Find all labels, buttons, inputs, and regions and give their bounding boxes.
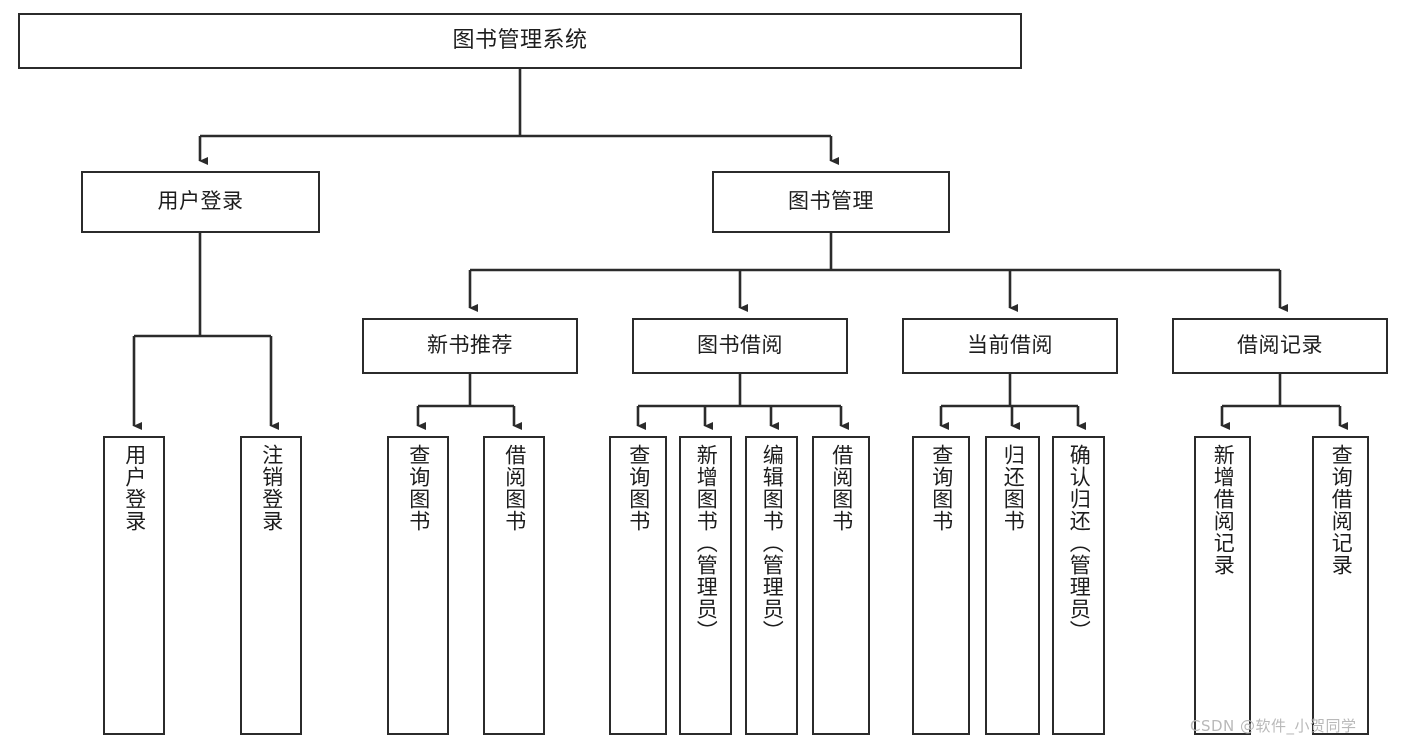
node-label: 查询图书: [626, 444, 651, 532]
node-label: 确认归还（管理员）: [1067, 444, 1092, 642]
node-label: 当前借阅: [967, 333, 1053, 358]
node-leaf-return-book[interactable]: 归还图书: [985, 436, 1040, 735]
node-label: 归还图书: [1001, 444, 1026, 532]
node-label: 新书推荐: [427, 333, 513, 358]
node-leaf-query-book-cur[interactable]: 查询图书: [912, 436, 970, 735]
node-book-manage[interactable]: 图书管理: [712, 171, 950, 233]
node-label: 查询图书: [929, 444, 954, 532]
node-label: 图书管理系统: [452, 27, 588, 53]
node-label: 借阅图书: [829, 444, 854, 532]
node-label: 查询图书: [406, 444, 431, 532]
node-label: 图书借阅: [697, 333, 783, 358]
node-leaf-borrow-book-rec[interactable]: 借阅图书: [483, 436, 545, 735]
node-leaf-query-book-borrow[interactable]: 查询图书: [609, 436, 667, 735]
node-leaf-logout[interactable]: 注销登录: [240, 436, 302, 735]
node-borrow-record[interactable]: 借阅记录: [1172, 318, 1388, 374]
node-leaf-add-book-admin[interactable]: 新增图书（管理员）: [679, 436, 732, 735]
node-label: 注销登录: [259, 444, 284, 532]
node-leaf-user-login[interactable]: 用户登录: [103, 436, 165, 735]
node-leaf-edit-book-admin[interactable]: 编辑图书（管理员）: [745, 436, 798, 735]
node-label: 用户登录: [157, 189, 244, 214]
node-book-borrow[interactable]: 图书借阅: [632, 318, 848, 374]
node-label: 借阅图书: [502, 444, 527, 532]
node-label: 用户登录: [122, 444, 147, 532]
node-label: 借阅记录: [1237, 333, 1323, 358]
node-new-book-recommend[interactable]: 新书推荐: [362, 318, 578, 374]
node-leaf-borrow-book[interactable]: 借阅图书: [812, 436, 870, 735]
node-label: 查询借阅记录: [1329, 444, 1354, 576]
node-label: 编辑图书（管理员）: [760, 444, 785, 642]
node-user-login[interactable]: 用户登录: [81, 171, 320, 233]
node-root[interactable]: 图书管理系统: [18, 13, 1022, 69]
node-label: 图书管理: [788, 189, 874, 214]
node-leaf-query-borrow-record[interactable]: 查询借阅记录: [1312, 436, 1369, 735]
node-current-borrow[interactable]: 当前借阅: [902, 318, 1118, 374]
csdn-watermark: CSDN @软件_小贺同学: [1190, 717, 1357, 735]
node-label: 新增图书（管理员）: [694, 444, 719, 642]
node-leaf-query-book-rec[interactable]: 查询图书: [387, 436, 449, 735]
node-leaf-add-borrow-record[interactable]: 新增借阅记录: [1194, 436, 1251, 735]
node-leaf-confirm-return-admin[interactable]: 确认归还（管理员）: [1052, 436, 1105, 735]
node-label: 新增借阅记录: [1211, 444, 1236, 576]
